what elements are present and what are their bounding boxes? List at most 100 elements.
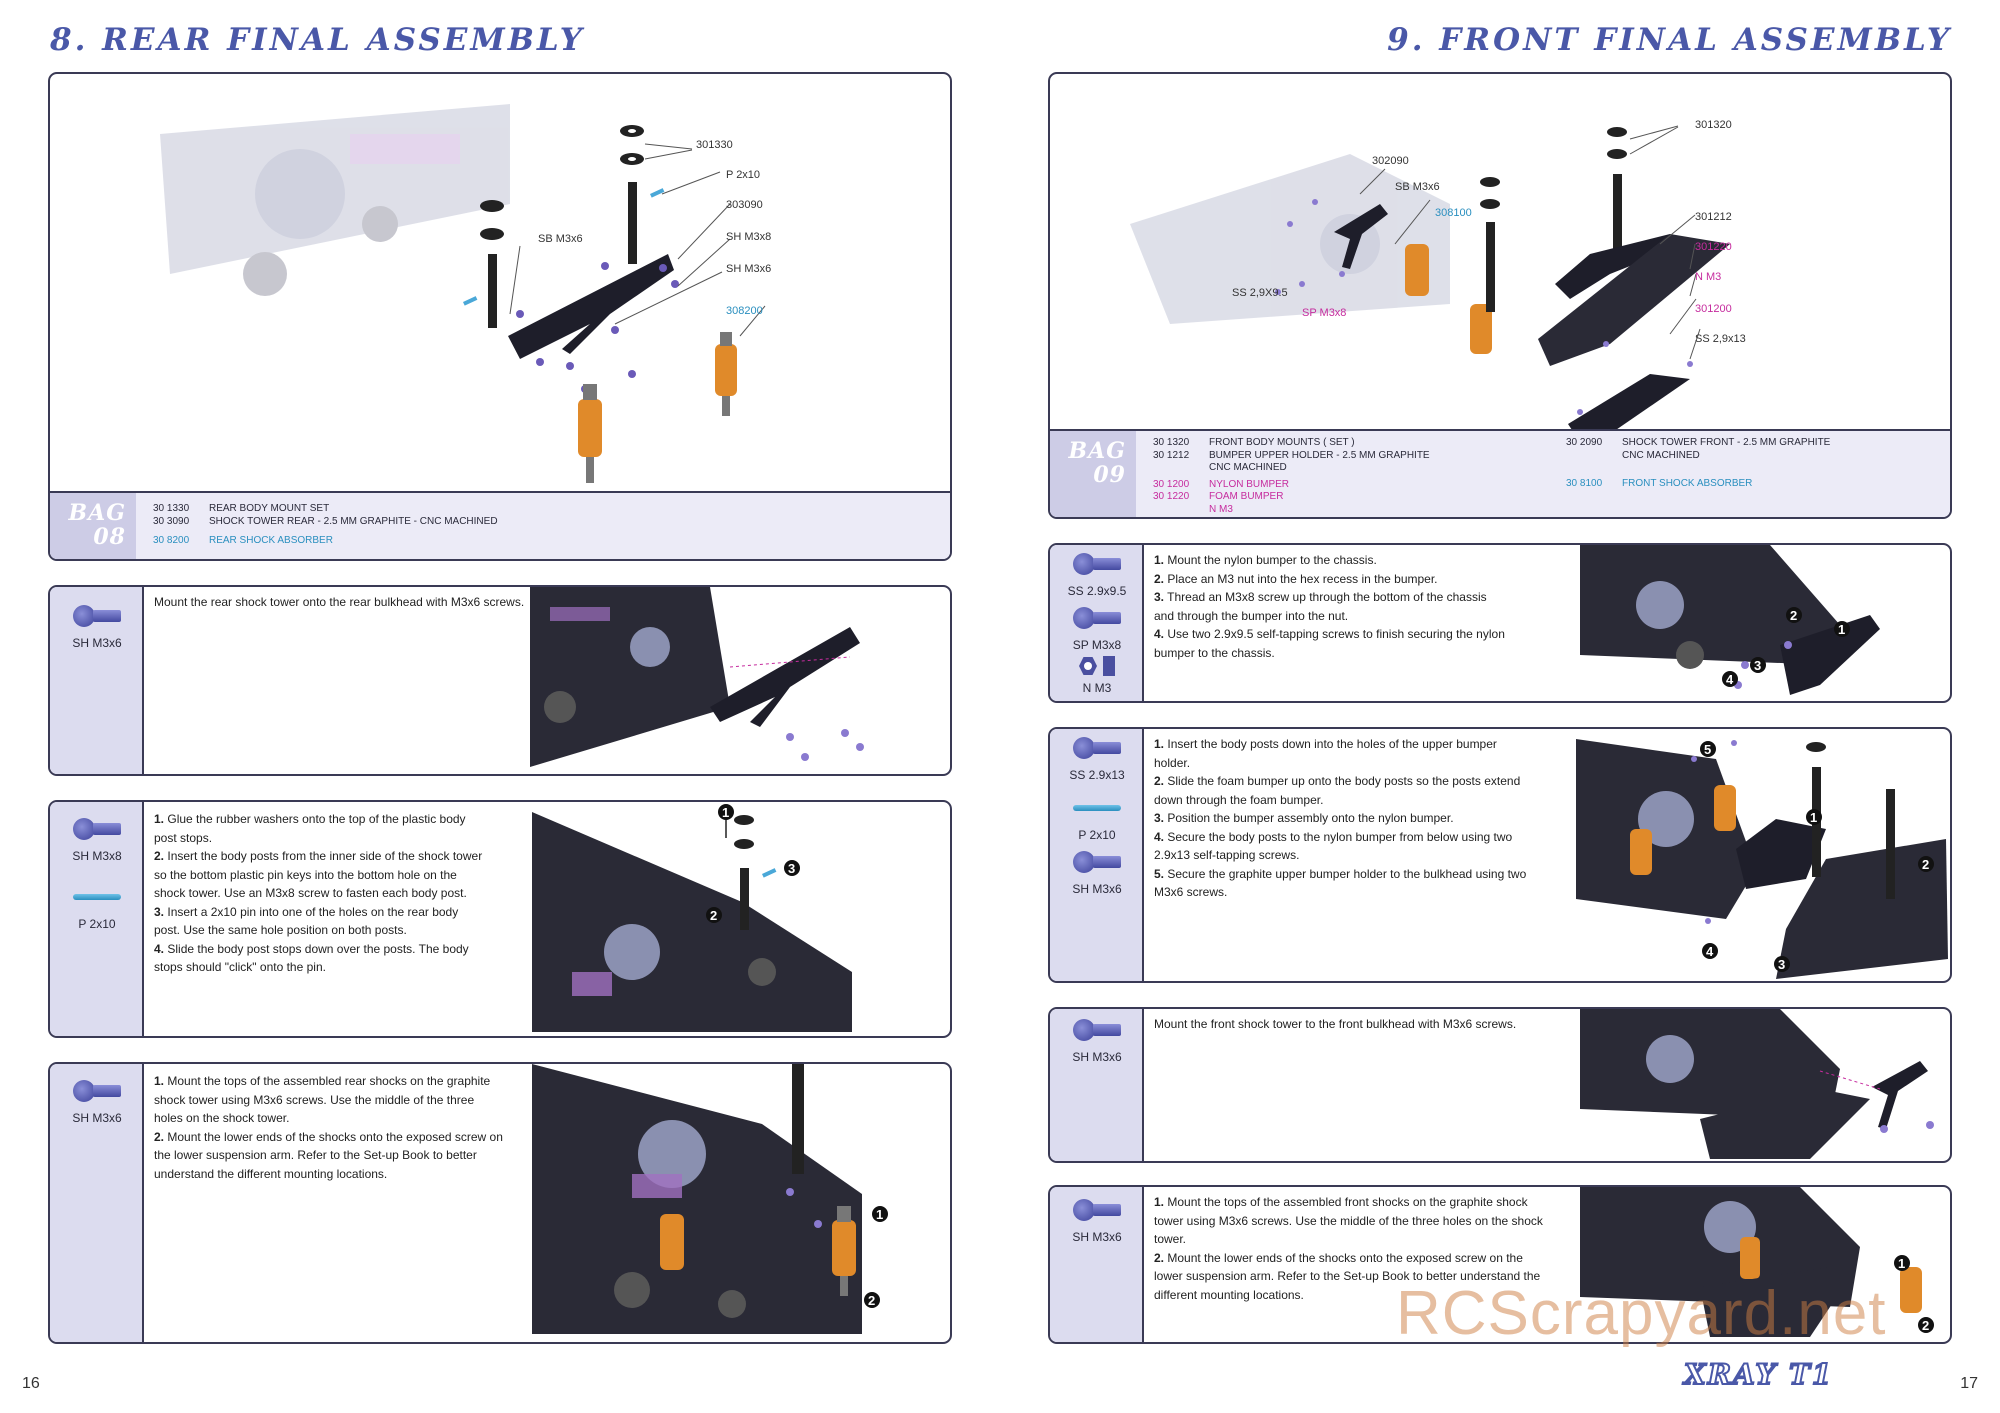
part-label: 301200	[1695, 303, 1732, 315]
hardware-item: SH M3x6	[1050, 1015, 1144, 1064]
front-step-2-box: SS 2.9x13 P 2x10 SH M3x6 1. Insert the b…	[1048, 727, 1952, 983]
pin-icon	[1050, 793, 1144, 823]
hardware-item: SP M3x8	[1050, 603, 1144, 652]
bag-09-label: BAG 09	[1050, 431, 1136, 517]
hardware-label: P 2x10	[78, 917, 116, 931]
svg-text:3: 3	[1754, 658, 1761, 673]
screw-icon	[1050, 549, 1144, 579]
part-label: SB M3x6	[538, 233, 583, 245]
part-label: 301320	[1695, 119, 1732, 131]
hardware-sidebar: SS 2.9x13 P 2x10 SH M3x6	[1050, 729, 1144, 981]
svg-text:3: 3	[788, 861, 795, 876]
front-step-3-box: SH M3x6 Mount the front shock tower to t…	[1048, 1007, 1952, 1163]
hardware-item: SH M3x8	[50, 814, 144, 863]
bag-number: 09	[1093, 462, 1126, 488]
hardware-label: SP M3x8	[1072, 638, 1122, 652]
screw-icon	[50, 814, 144, 844]
left-page: 8. REAR FINAL ASSEMBLY	[22, 22, 952, 1392]
instruction-line: Mount the rear shock tower onto the rear…	[154, 595, 525, 609]
hardware-label: SS 2.9x13	[1069, 768, 1125, 782]
rear-step-1-box: SH M3x6 Mount the rear shock tower onto …	[48, 585, 952, 776]
step-instructions: 1. Mount the tops of the assembled rear …	[154, 1074, 503, 1181]
section-title-front-final-assembly: 9. FRONT FINAL ASSEMBLY	[1387, 22, 1952, 58]
svg-text:2: 2	[710, 908, 717, 923]
callout-numbers: 1 2	[864, 1206, 888, 1308]
part-label: SS 2,9x13	[1695, 333, 1746, 345]
part-label: SH M3x6	[726, 263, 771, 275]
hardware-item: SH M3x6	[50, 601, 144, 650]
hardware-item: SS 2.9x13	[1050, 733, 1144, 782]
screw-icon	[50, 1076, 144, 1106]
part-label: 308100	[1435, 207, 1472, 219]
rear-step-2-box: SH M3x8 P 2x10 1. Glue the rubber washer…	[48, 800, 952, 1038]
hardware-sidebar: SS 2.9x9.5 SP M3x8 N M3	[1050, 545, 1144, 701]
bag-08-label: BAG 08	[50, 493, 136, 559]
right-page: 9. FRONT FINAL ASSEMBLY	[1000, 0, 2000, 1413]
nut-icon	[1050, 653, 1144, 679]
svg-text:2: 2	[868, 1293, 875, 1308]
hardware-label: SH M3x6	[72, 1111, 122, 1125]
hardware-item: P 2x10	[50, 882, 144, 931]
callout-numbers: 1 2 3	[706, 804, 800, 923]
step-instructions: 1. Mount the tops of the assembled front…	[1154, 1195, 1543, 1302]
bag-word: BAG	[68, 500, 126, 526]
step-instructions: 1. Mount the nylon bumper to the chassis…	[1154, 553, 1505, 660]
hardware-item: P 2x10	[1050, 793, 1144, 842]
step-instructions: Mount the front shock tower to the front…	[1154, 1017, 1517, 1031]
part-label: 301330	[696, 139, 733, 151]
callout-numbers: 1 2 3 4 5	[1700, 741, 1934, 972]
bag-word: BAG	[1068, 438, 1126, 464]
part-label: 303090	[726, 199, 763, 211]
front-overview-box: 301320 302090 SB M3x6 308100 301212 3012…	[1048, 72, 1952, 519]
hardware-label: SH M3x8	[72, 849, 122, 863]
svg-text:3: 3	[1778, 957, 1785, 972]
part-label: SS 2,9X9.5	[1232, 287, 1288, 299]
hardware-label: SH M3x6	[1072, 882, 1122, 896]
page-number: 16	[22, 1375, 40, 1392]
svg-text:1: 1	[1810, 810, 1817, 825]
hardware-label: SS 2.9x9.5	[1067, 584, 1127, 598]
svg-text:2: 2	[1922, 1318, 1929, 1333]
screw-icon	[1050, 847, 1144, 877]
svg-text:1: 1	[1898, 1256, 1905, 1271]
faded-rear-chassis	[160, 104, 510, 296]
bag-number: 08	[93, 524, 126, 550]
hardware-label: N M3	[1082, 681, 1112, 695]
screw-icon	[1050, 1195, 1144, 1225]
step-illustration: 1 2 3	[532, 804, 852, 1032]
hardware-sidebar: SH M3x6	[50, 1064, 144, 1342]
step-illustration	[530, 587, 864, 767]
front-exploded-diagram: 301320 302090 SB M3x6 308100 301212 3012…	[1130, 119, 1746, 434]
hardware-item: SH M3x6	[1050, 1195, 1144, 1244]
section-title-rear-final-assembly: 8. REAR FINAL ASSEMBLY	[50, 22, 585, 58]
watermark: RCScrapyard.net	[1396, 1279, 1887, 1348]
step-illustration: 1 2 3 4	[1580, 545, 1880, 695]
faded-front-chassis	[1130, 154, 1450, 324]
part-label: SB M3x6	[1395, 181, 1440, 193]
svg-text:1: 1	[876, 1207, 883, 1222]
step-instructions: Mount the rear shock tower onto the rear…	[154, 593, 554, 612]
svg-text:2: 2	[1922, 857, 1929, 872]
hardware-sidebar: SH M3x8 P 2x10	[50, 802, 144, 1036]
rear-step-3-box: SH M3x6 1. Mount the tops of the assembl…	[48, 1062, 952, 1344]
rear-diagram-labels: 301330 P 2x10 303090 SH M3x8 SB M3x6 SH …	[538, 139, 771, 317]
pin-icon	[50, 882, 144, 912]
hardware-item: SS 2.9x9.5	[1050, 549, 1144, 598]
part-label: P 2x10	[726, 169, 760, 181]
part-label: 308200	[726, 305, 763, 317]
step-illustration	[1580, 1009, 1934, 1159]
step-illustration: 1 2	[1580, 1187, 1934, 1337]
hardware-label: SH M3x6	[1072, 1050, 1122, 1064]
screw-icon	[50, 601, 144, 631]
part-label: 301220	[1695, 241, 1732, 253]
part-label: 301212	[1695, 211, 1732, 223]
svg-text:1: 1	[1838, 622, 1845, 637]
hardware-sidebar: SH M3x6	[1050, 1009, 1144, 1161]
svg-text:4: 4	[1706, 944, 1714, 959]
hardware-label: SH M3x6	[1072, 1230, 1122, 1244]
